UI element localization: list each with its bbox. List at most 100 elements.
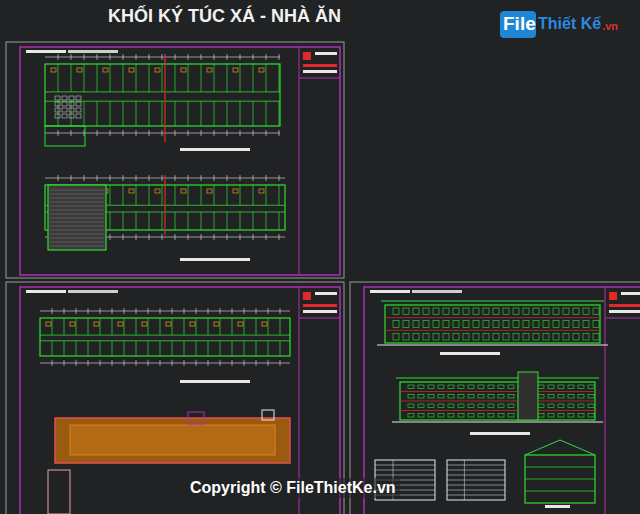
wall-line — [71, 64, 72, 92]
wall-line — [279, 185, 280, 205]
window — [443, 308, 449, 315]
window — [403, 308, 409, 315]
floor-line — [385, 330, 600, 331]
section-caption-mark — [545, 505, 570, 508]
window — [498, 385, 504, 389]
wall-line — [124, 318, 125, 335]
hatch-line — [50, 238, 104, 239]
window — [473, 321, 479, 328]
corridor-line — [45, 101, 280, 102]
window — [538, 395, 544, 399]
wall-line — [266, 101, 267, 126]
hatch-line — [50, 218, 104, 219]
wall-line — [184, 318, 185, 335]
window — [558, 395, 564, 399]
drawing-sheet — [6, 42, 344, 278]
hatch-line — [50, 242, 104, 243]
hatch-line — [50, 206, 104, 207]
fixture — [51, 68, 56, 72]
window — [578, 414, 584, 418]
wall-line — [201, 212, 202, 230]
table-symbol — [76, 114, 81, 118]
wall-line — [208, 318, 209, 335]
window — [473, 333, 479, 340]
window — [448, 404, 454, 408]
elevation-caption-mark — [470, 432, 530, 435]
wall-line — [112, 341, 113, 356]
hatch-line — [50, 234, 104, 235]
window — [418, 385, 424, 389]
fixture — [190, 322, 195, 326]
section-roof — [560, 440, 595, 455]
table-symbol — [62, 102, 67, 106]
window — [488, 404, 494, 408]
window — [568, 385, 574, 389]
window — [408, 404, 414, 408]
window — [568, 395, 574, 399]
window — [393, 321, 399, 328]
window — [483, 308, 489, 315]
wall-line — [175, 64, 176, 92]
window — [433, 308, 439, 315]
window — [418, 404, 424, 408]
fixture — [46, 322, 51, 326]
hatch-line — [50, 194, 104, 195]
window — [563, 333, 569, 340]
wall-line — [184, 341, 185, 356]
window — [458, 414, 464, 418]
window — [548, 414, 554, 418]
table-row — [447, 485, 505, 486]
title-block-mark — [303, 310, 337, 313]
title-block-mark — [303, 292, 311, 300]
table-symbol — [55, 114, 60, 118]
wall-line — [136, 212, 137, 230]
wall-line — [280, 318, 281, 335]
window — [438, 395, 444, 399]
roof-detail — [262, 410, 274, 420]
wall-line — [136, 101, 137, 126]
table-symbol — [55, 108, 60, 112]
wall-line — [162, 64, 163, 92]
fixture — [94, 322, 99, 326]
window — [408, 414, 414, 418]
table-row — [447, 470, 505, 471]
header-mark — [68, 290, 118, 293]
fixture — [214, 322, 219, 326]
table-symbol — [62, 114, 67, 118]
wall-line — [110, 101, 111, 126]
hatch-line — [50, 230, 104, 231]
table-row — [447, 480, 505, 481]
hatch-line — [50, 210, 104, 211]
header-mark — [370, 290, 410, 293]
roof-stair — [188, 412, 204, 424]
fixture — [103, 68, 108, 72]
window — [488, 385, 494, 389]
window — [508, 414, 514, 418]
wall-line — [279, 101, 280, 126]
wall-line — [162, 185, 163, 205]
wall-line — [149, 64, 150, 92]
window — [438, 414, 444, 418]
wall-line — [52, 341, 53, 356]
table-symbol — [69, 114, 74, 118]
hatch-line — [50, 226, 104, 227]
window — [458, 385, 464, 389]
section-roof — [525, 440, 560, 455]
logo-box — [500, 11, 536, 38]
title-block-mark — [315, 52, 337, 55]
logo-text: Thiết Kế — [538, 15, 601, 33]
window — [393, 333, 399, 340]
table-row — [447, 465, 505, 466]
roof-edge — [48, 470, 70, 514]
window — [413, 333, 419, 340]
table-symbol — [69, 102, 74, 106]
wall-line — [124, 341, 125, 356]
fixture — [70, 322, 75, 326]
window — [563, 321, 569, 328]
window — [433, 333, 439, 340]
window — [428, 395, 434, 399]
ground-line — [392, 422, 603, 423]
wall-line — [220, 341, 221, 356]
table-symbol — [55, 102, 60, 106]
window — [548, 385, 554, 389]
